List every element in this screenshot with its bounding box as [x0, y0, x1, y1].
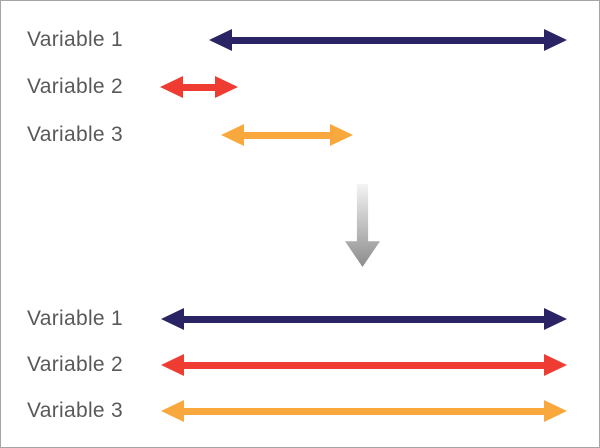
range-arrow-variable-3-top: [221, 124, 353, 146]
range-arrow-variable-1-bottom: [161, 308, 567, 330]
arrow-shaft: [231, 36, 545, 44]
variable-2-label-bottom: Variable 2: [27, 353, 124, 376]
arrow-right-head-icon: [215, 76, 238, 98]
arrow-left-head-icon: [161, 354, 184, 376]
arrow-right-head-icon: [544, 400, 567, 422]
arrow-shaft: [183, 315, 545, 323]
arrow-left-head-icon: [161, 308, 184, 330]
arrow-left-head-icon: [161, 400, 184, 422]
arrow-shaft: [243, 131, 331, 139]
variable-2-label-top: Variable 2: [27, 75, 124, 98]
arrow-left-head-icon: [209, 29, 232, 51]
arrow-shaft: [183, 407, 545, 415]
arrow-right-head-icon: [544, 354, 567, 376]
arrow-right-head-icon: [330, 124, 353, 146]
range-arrow-variable-1-top: [209, 29, 567, 51]
variable-3-label-top: Variable 3: [27, 123, 124, 146]
range-arrow-variable-2-bottom: [161, 354, 567, 376]
down-arrow-icon: [345, 184, 380, 267]
arrow-left-head-icon: [221, 124, 244, 146]
range-arrow-variable-3-bottom: [161, 400, 567, 422]
arrow-right-head-icon: [544, 308, 567, 330]
arrow-left-head-icon: [160, 76, 183, 98]
variable-1-label-top: Variable 1: [27, 28, 124, 51]
range-arrow-variable-2-top: [160, 76, 238, 98]
arrow-shaft: [183, 361, 545, 369]
arrow-shaft: [182, 83, 216, 91]
variable-1-label-bottom: Variable 1: [27, 307, 124, 330]
arrow-right-head-icon: [544, 29, 567, 51]
variable-3-label-bottom: Variable 3: [27, 399, 124, 422]
